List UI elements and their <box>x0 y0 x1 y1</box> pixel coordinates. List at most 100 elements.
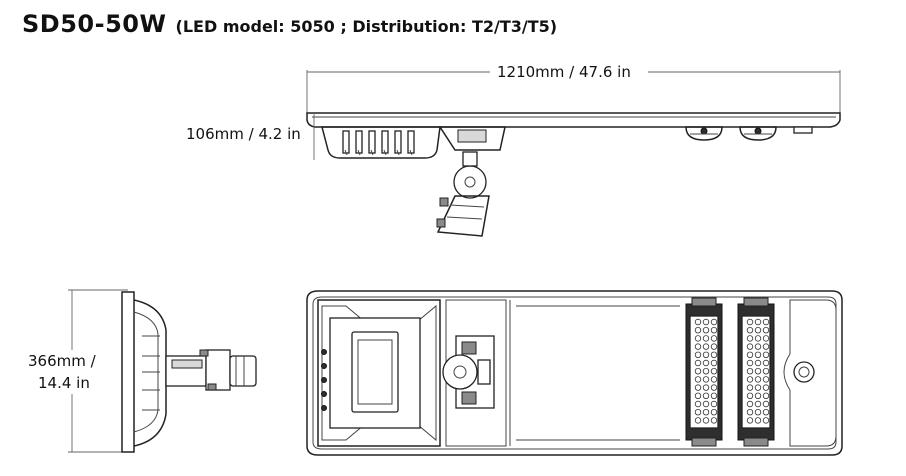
led-chip <box>754 359 762 367</box>
led-chip <box>762 359 770 367</box>
width-label-line2: 14.4 in <box>38 374 90 392</box>
led-chip <box>746 368 754 375</box>
led-chip <box>702 368 710 375</box>
led-chip <box>754 400 762 408</box>
led-chip <box>710 409 718 416</box>
side-view: 1210mm / 47.6 in <box>186 62 841 237</box>
end-housing-plate <box>121 291 135 453</box>
led-chip <box>710 392 718 399</box>
led-chip <box>694 392 702 399</box>
housing-top-plate <box>306 112 841 128</box>
led-chip <box>762 335 770 342</box>
led-chip <box>754 409 762 416</box>
led-chip <box>754 417 762 424</box>
mount-block <box>438 126 506 151</box>
led-chips <box>694 318 770 424</box>
led-chip <box>694 409 702 416</box>
led-chip <box>702 343 710 350</box>
led-chip <box>746 417 754 424</box>
led-chip <box>710 417 718 424</box>
led-chip <box>762 368 770 375</box>
led-chip <box>694 335 702 342</box>
led-chip <box>762 351 770 358</box>
drawing-title: SD50-50W (LED model: 5050 ; Distribution… <box>22 10 557 38</box>
driver-bolts <box>321 349 327 411</box>
top-mount-knuckle <box>442 354 478 390</box>
led-chip <box>702 384 710 391</box>
led-chip <box>694 343 702 350</box>
led-chip <box>710 335 718 342</box>
led-chip <box>762 392 770 399</box>
led-chip <box>710 351 718 358</box>
led-chip <box>746 318 754 326</box>
led-chip <box>762 384 770 391</box>
led-chip <box>694 417 702 424</box>
led-chip <box>710 327 718 334</box>
led-chip <box>710 368 718 375</box>
led-chip <box>746 392 754 399</box>
led-chip <box>746 376 754 383</box>
led-chip <box>694 318 702 326</box>
sensor-side <box>793 126 813 134</box>
led-chip <box>762 318 770 326</box>
end-pipe <box>229 355 257 387</box>
led-chip <box>746 327 754 334</box>
led-chip <box>746 384 754 391</box>
led-chip <box>762 400 770 408</box>
top-housing-inner <box>312 296 837 450</box>
heat-fins <box>342 130 415 156</box>
led-chip <box>746 400 754 408</box>
photocell-sensor <box>793 361 815 383</box>
led-chip <box>754 392 762 399</box>
led-chip <box>702 335 710 342</box>
led-module-side-1 <box>685 126 723 141</box>
led-chip <box>694 351 702 358</box>
led-chip <box>754 318 762 326</box>
driver-box <box>321 126 441 159</box>
led-chip <box>702 417 710 424</box>
led-chip <box>746 335 754 342</box>
led-chip <box>762 376 770 383</box>
led-chip <box>710 384 718 391</box>
led-chip <box>710 343 718 350</box>
led-chip <box>710 376 718 383</box>
led-chip <box>710 318 718 326</box>
led-chip <box>710 359 718 367</box>
led-chip <box>702 351 710 358</box>
led-chip <box>754 343 762 350</box>
led-chip <box>702 359 710 367</box>
height-label: 106mm / 4.2 in <box>186 125 301 143</box>
end-cap <box>783 299 837 447</box>
led-chip <box>702 376 710 383</box>
led-chip <box>746 351 754 358</box>
led-chip <box>754 376 762 383</box>
led-chip <box>762 417 770 424</box>
led-chip <box>754 335 762 342</box>
led-chip <box>746 343 754 350</box>
led-chip <box>694 359 702 367</box>
led-chip <box>754 327 762 334</box>
led-chip <box>702 318 710 326</box>
led-chip <box>762 343 770 350</box>
led-chip <box>702 327 710 334</box>
width-label-line1: 366mm / <box>28 352 97 370</box>
driver-window <box>351 331 399 413</box>
led-chip <box>694 400 702 408</box>
led-module-side-2 <box>739 126 777 141</box>
led-chip <box>702 409 710 416</box>
led-chip <box>702 400 710 408</box>
width-label-bg <box>22 350 122 394</box>
end-view: 366mm / 14.4 in <box>22 289 257 453</box>
end-ribs <box>142 335 160 411</box>
led-chip <box>762 409 770 416</box>
led-chip <box>694 384 702 391</box>
length-label: 1210mm / 47.6 in <box>497 63 631 81</box>
led-chip <box>694 376 702 383</box>
led-chip <box>754 351 762 358</box>
model-name: SD50-50W <box>22 10 167 38</box>
led-chip <box>754 368 762 375</box>
led-chip <box>702 392 710 399</box>
top-view <box>306 290 843 456</box>
led-chip <box>694 368 702 375</box>
led-chip <box>746 359 754 367</box>
